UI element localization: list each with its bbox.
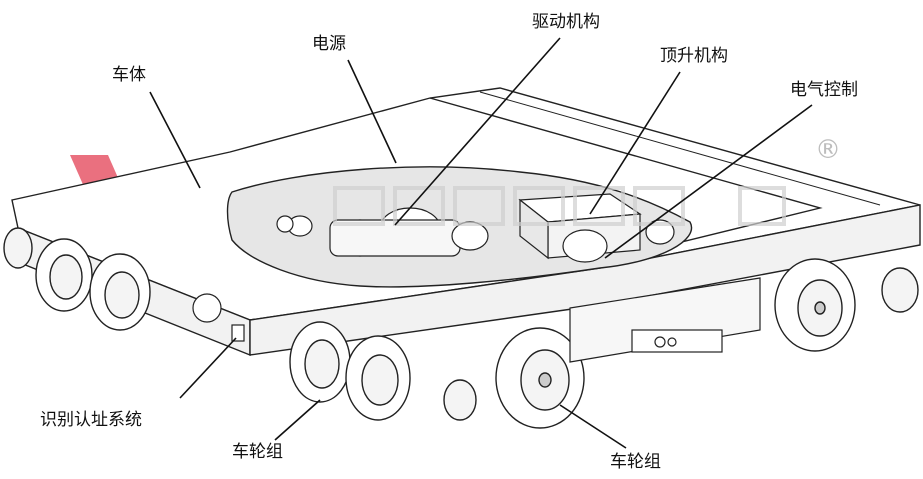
label-electric-control: 电气控制: [790, 80, 858, 100]
label-wheel-group-right: 车轮组: [610, 452, 661, 472]
leader-wheel-left: [274, 399, 321, 441]
label-wheel-group-left: 车轮组: [232, 442, 283, 462]
label-drive-mechanism: 驱动机构: [532, 12, 600, 32]
wheel-group-left: [3, 227, 411, 421]
leader-lines: [149, 37, 813, 449]
watermark: [333, 186, 786, 226]
label-lift-mechanism: 顶升机构: [660, 46, 728, 66]
label-car-body: 车体: [112, 65, 146, 85]
leader-id-system: [179, 337, 237, 399]
label-id-system: 识别认址系统: [40, 410, 142, 430]
wheel-group-right: [443, 258, 919, 429]
leader-power: [347, 59, 397, 164]
label-power: 电源: [312, 34, 346, 54]
electric-control-box: [569, 277, 761, 363]
leader-lift: [589, 71, 681, 215]
registered-mark: ®: [815, 135, 841, 165]
leader-wheel-right: [559, 404, 627, 449]
drive-mechanism: [276, 207, 489, 257]
leader-drive: [394, 37, 561, 226]
id-sensor: [192, 293, 245, 342]
leader-car-body: [149, 91, 201, 189]
leader-electric: [604, 104, 813, 259]
